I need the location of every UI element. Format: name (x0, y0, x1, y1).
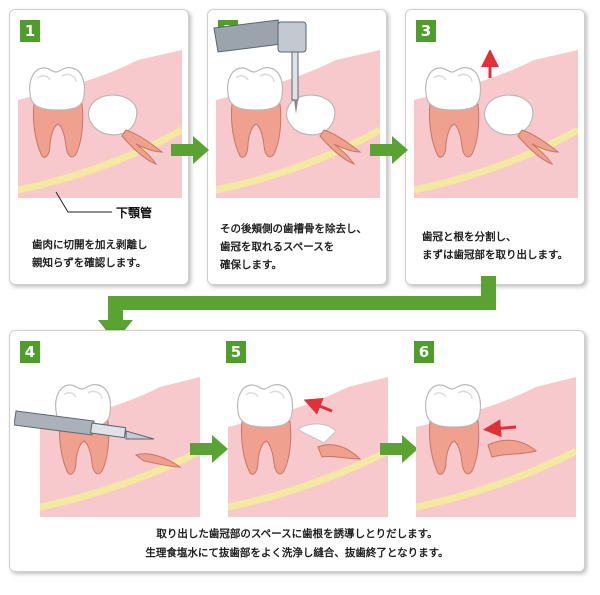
connector-arrow-icon (98, 276, 496, 342)
arrow-right-icon (370, 136, 408, 164)
step-number-3: 3 (416, 20, 436, 42)
step-caption-1: 歯肉に切開を加え剥離し 親知らずを確認します。 (32, 239, 148, 269)
steps-caption-4-6: 取り出した歯冠部のスペースに歯根を誘導しとりだします。 生理食塩水にて抜歯部をよ… (145, 528, 449, 559)
step-illustration-2 (216, 50, 380, 198)
steps-card-4-6: 4 5 6 取り (9, 330, 585, 572)
step-number-5: 5 (226, 341, 246, 363)
step-illustration-6 (416, 367, 576, 517)
step-card-1: 1 下顎管 歯肉に切開を加え剥離し 親知らずを確認します。 (9, 9, 189, 285)
arrow-right-icon (190, 435, 228, 463)
arrow-right-icon (171, 136, 209, 164)
step-caption-3: 歯冠と根を分割し、 まずは歯冠部を取り出します。 (422, 231, 568, 261)
step-illustration-4 (40, 367, 200, 517)
step-number-4: 4 (20, 341, 40, 363)
step-illustration-5 (228, 367, 388, 517)
step-caption-2: その後頬側の歯槽骨を除去し、 歯冠を取れるスペースを 確保します。 (220, 223, 367, 271)
drill-icon (213, 19, 307, 114)
step-card-3: 3 歯冠と根を分割し、 まずは歯冠部を取り出します。 (405, 9, 585, 285)
step-number-1: 1 (20, 20, 40, 42)
mandibular-canal-label: 下顎管 (116, 206, 153, 220)
step-illustration-1 (18, 50, 182, 198)
step-number-6: 6 (414, 341, 434, 363)
step-card-2: 2 その後頬側の歯槽骨を除去し、 歯冠を取れるスペースを 確保します。 (207, 9, 387, 285)
step-illustration-3 (414, 50, 578, 198)
elevator-instrument-icon (14, 410, 155, 440)
arrow-right-icon (380, 435, 418, 463)
